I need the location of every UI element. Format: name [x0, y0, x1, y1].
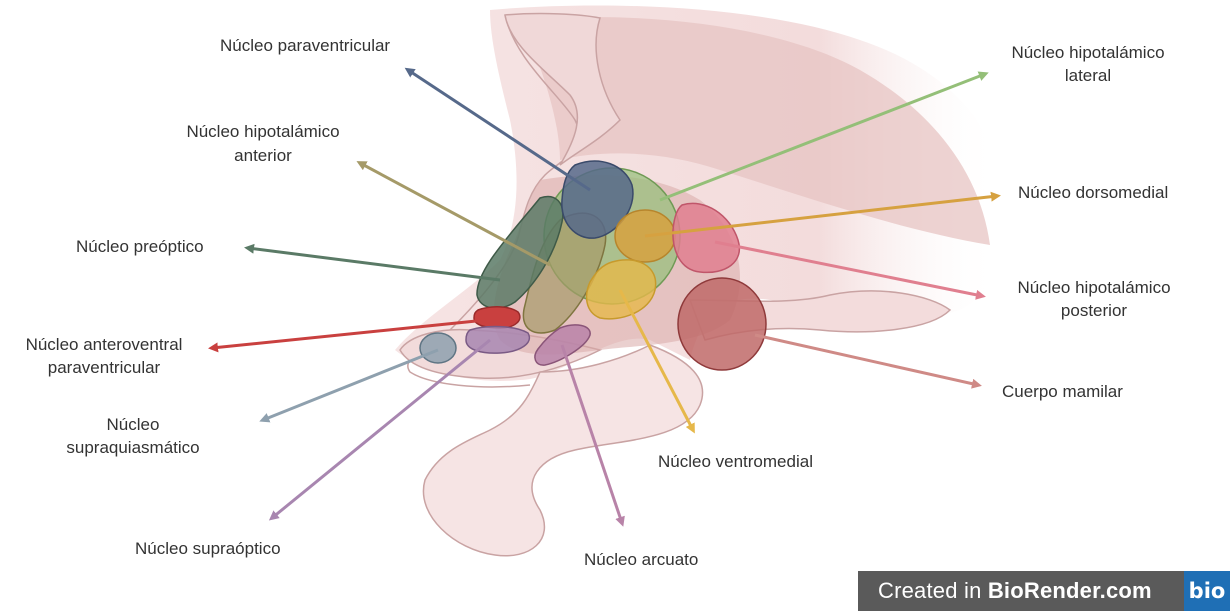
anteroventral-nucleus[interactable] — [474, 307, 520, 328]
label-anterior-line2: anterior — [234, 146, 292, 165]
label-ventromedial: Núcleo ventromedial — [658, 452, 813, 471]
label-preoptico: Núcleo preóptico — [76, 237, 204, 256]
label-paraventricular: Núcleo paraventricular — [220, 36, 390, 55]
label-supraquiasmatico-line1: Núcleo — [107, 415, 160, 434]
label-arcuato: Núcleo arcuato — [584, 550, 698, 569]
label-lateral-line1: Núcleo hipotalámico — [1011, 43, 1164, 62]
label-anteroventral-line1: Núcleo anteroventral — [26, 335, 183, 354]
label-mamilar: Cuerpo mamilar — [1002, 382, 1123, 401]
supraoptic-nucleus[interactable] — [466, 327, 529, 354]
watermark-brand: BioRender.com — [988, 578, 1152, 603]
label-posterior-line2: posterior — [1061, 301, 1127, 320]
label-anterior-line1: Núcleo hipotalámico — [186, 122, 339, 141]
biorender-logo-icon: bio — [1184, 571, 1230, 611]
label-supraquiasmatico-line2: supraquiasmático — [66, 438, 199, 457]
biorender-watermark[interactable]: Created in BioRender.com bio — [858, 571, 1230, 611]
mammillary-body[interactable] — [678, 278, 766, 370]
label-dorsomedial: Núcleo dorsomedial — [1018, 183, 1168, 202]
watermark-text: Created in BioRender.com — [858, 578, 1152, 604]
watermark-prefix: Created in — [878, 578, 988, 603]
arrow-mamilar — [755, 335, 978, 385]
label-posterior-line1: Núcleo hipotalámico — [1017, 278, 1170, 297]
label-lateral-line2: lateral — [1065, 66, 1111, 85]
arrow-preoptico — [248, 248, 500, 280]
label-anteroventral-line2: paraventricular — [48, 358, 161, 377]
suprachiasmatic-nucleus[interactable] — [420, 333, 456, 363]
label-supraoptico: Núcleo supraóptico — [135, 539, 281, 558]
arrow-supraquiasmatico — [263, 350, 438, 420]
